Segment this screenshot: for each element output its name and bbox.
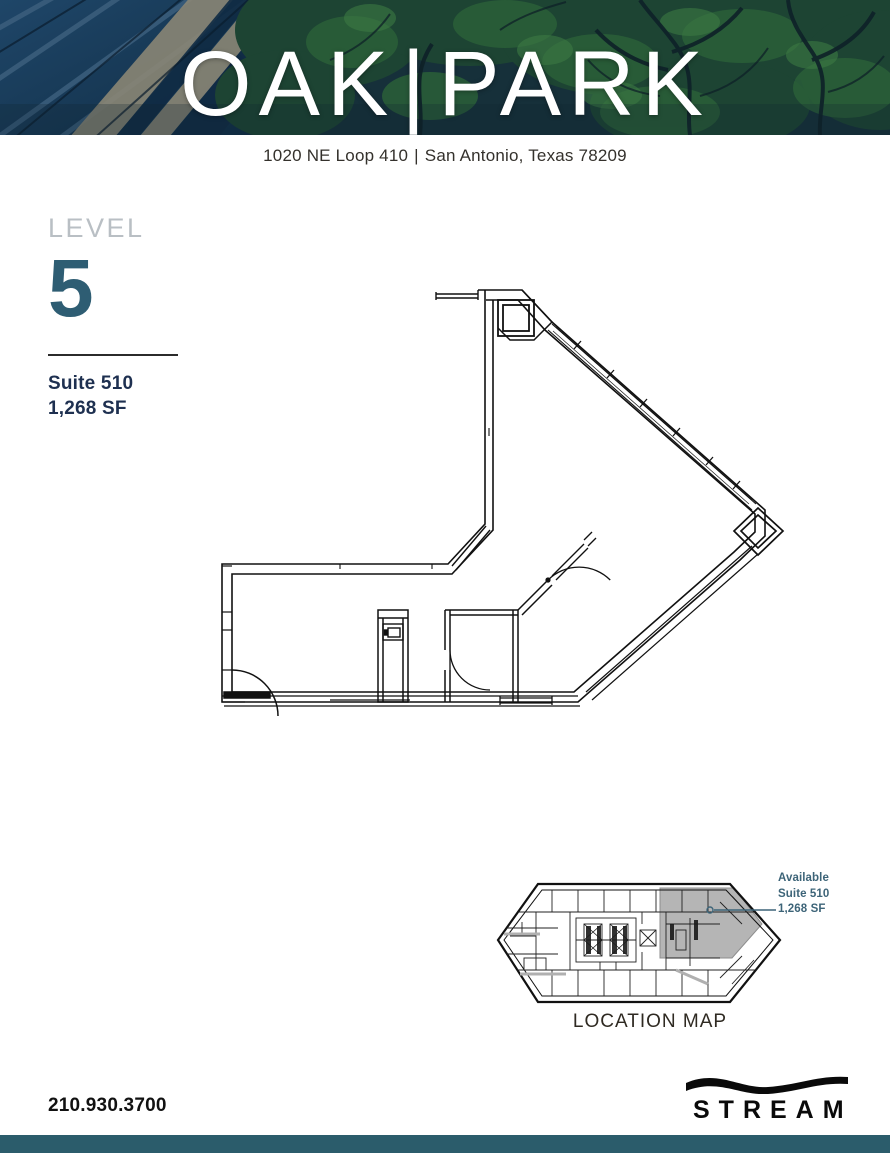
bottom-accent-bar: [0, 1135, 890, 1153]
stream-wordmark: STREAM: [693, 1096, 853, 1124]
callout-status: Available: [778, 872, 829, 884]
location-map: [480, 862, 840, 1022]
callout-area: 1,268 SF: [778, 903, 826, 916]
location-map-svg: [496, 882, 782, 1004]
floor-plan-drawing: [200, 278, 810, 728]
level-label: LEVEL: [48, 213, 145, 243]
available-suite-callout: Available Suite 510 1,268 SF: [778, 871, 829, 918]
stream-wave-icon: [686, 1076, 848, 1094]
title-park: PARK: [438, 33, 710, 135]
address-city-state: San Antonio, Texas 78209: [424, 146, 627, 165]
floor-plan-svg: [221, 289, 785, 717]
hero-header: OAK|PARK: [0, 0, 890, 135]
level-number: 5: [48, 243, 94, 334]
address-separator: |: [414, 146, 419, 165]
location-map-caption: LOCATION MAP: [572, 1011, 728, 1032]
callout-leader: [706, 906, 776, 914]
property-address: 1020 NE Loop 410 | San Antonio, Texas 7820…: [0, 146, 890, 166]
highlighted-suite: [659, 887, 763, 959]
title-oak: OAK: [180, 33, 396, 135]
address-street: 1020 NE Loop 410: [263, 146, 409, 165]
callout-suite: Suite 510: [778, 887, 830, 900]
suite-area: 1,268 SF: [48, 397, 127, 419]
divider-rule: [48, 353, 178, 356]
building-photo: [0, 0, 890, 135]
contact-phone[interactable]: 210.930.3700: [48, 1095, 167, 1116]
title-divider: |: [401, 33, 433, 135]
page-title: OAK|PARK: [0, 38, 890, 130]
suite-info-panel: LEVEL 5 Suite 510 1,268 SF: [48, 215, 238, 421]
suite-number: Suite 510: [48, 372, 134, 394]
stream-logo: STREAM: [684, 1074, 850, 1126]
